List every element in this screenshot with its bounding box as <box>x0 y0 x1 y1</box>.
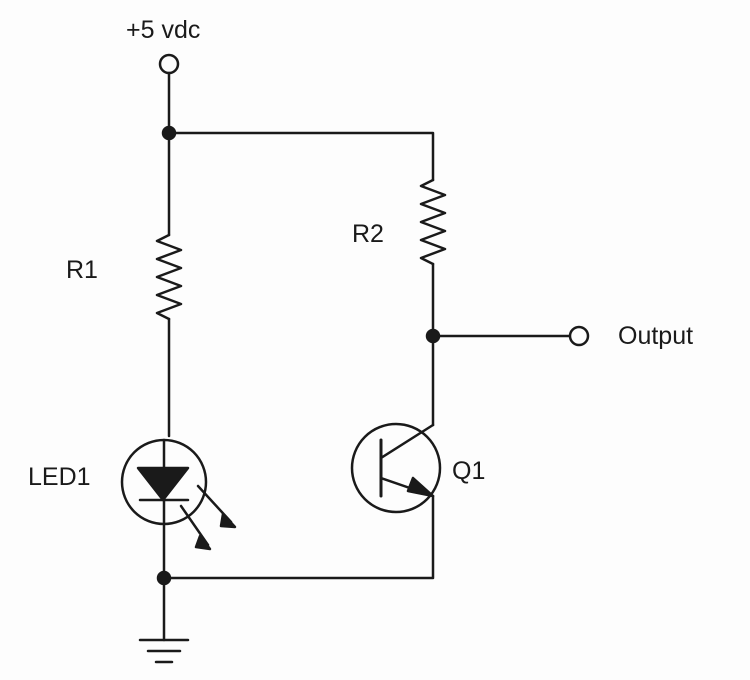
q1-transistor-icon <box>350 422 442 514</box>
q1-label: Q1 <box>452 457 486 485</box>
supply-voltage-label: +5 vdc <box>126 16 201 44</box>
r2-label: R2 <box>352 220 384 248</box>
junction-output-dot <box>425 328 441 344</box>
led1-icon <box>120 438 237 551</box>
wire-q1-emitter-to-ground-rail <box>162 494 435 580</box>
ground-icon <box>138 638 190 664</box>
output-terminal-icon <box>568 325 590 347</box>
r1-label: R1 <box>66 256 98 284</box>
wire-top-rail <box>167 131 435 182</box>
r1-resistor-icon <box>155 233 183 321</box>
output-label: Output <box>618 322 694 350</box>
junction-top-dot <box>161 125 177 141</box>
led1-label: LED1 <box>28 463 91 491</box>
r2-resistor-icon <box>419 178 447 266</box>
supply-terminal-icon <box>158 53 180 75</box>
